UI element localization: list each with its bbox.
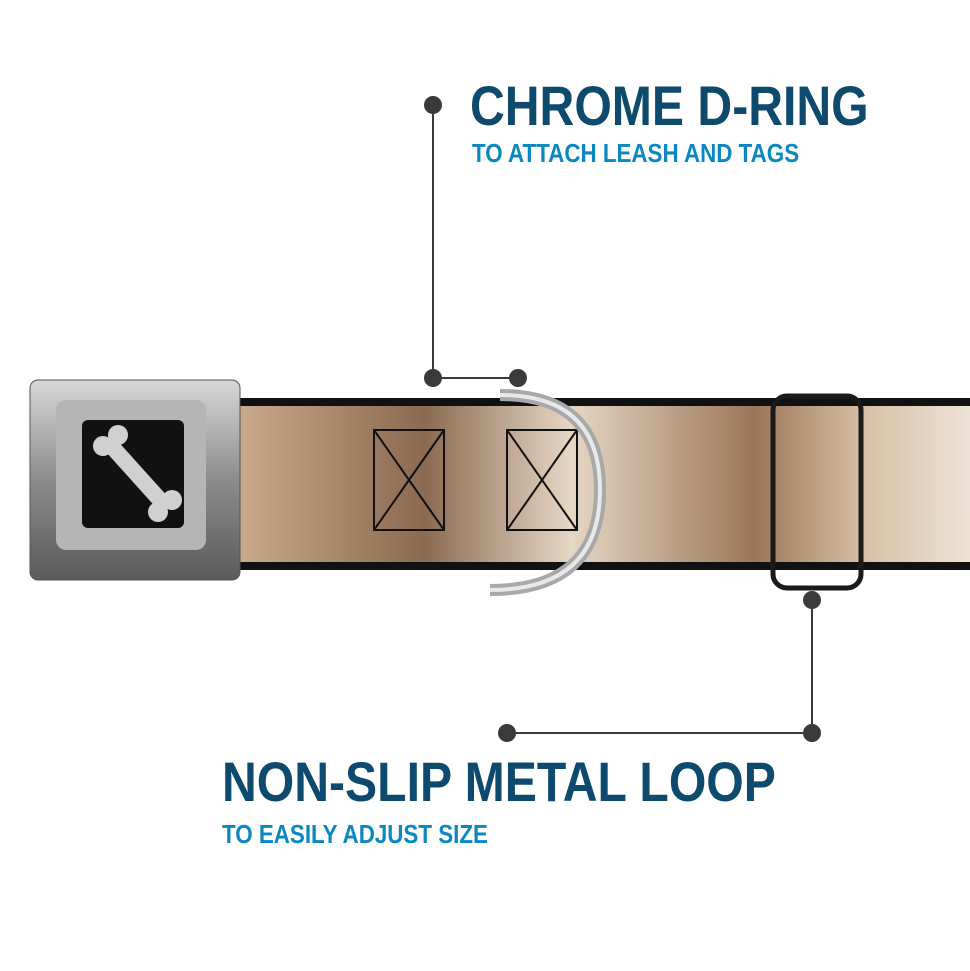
d-ring-title: CHROME D-RING — [470, 74, 869, 137]
d-ring-subtitle: TO ATTACH LEASH AND TAGS — [472, 138, 800, 168]
leader-line-d-ring — [424, 96, 527, 387]
loop-subtitle: TO EASILY ADJUST SIZE — [222, 819, 488, 849]
seatbelt-buckle — [29, 379, 241, 581]
bone-icon — [93, 425, 182, 522]
loop-title: NON-SLIP METAL LOOP — [222, 750, 776, 813]
metal-loop — [770, 393, 864, 591]
leader-line-loop — [498, 591, 821, 742]
